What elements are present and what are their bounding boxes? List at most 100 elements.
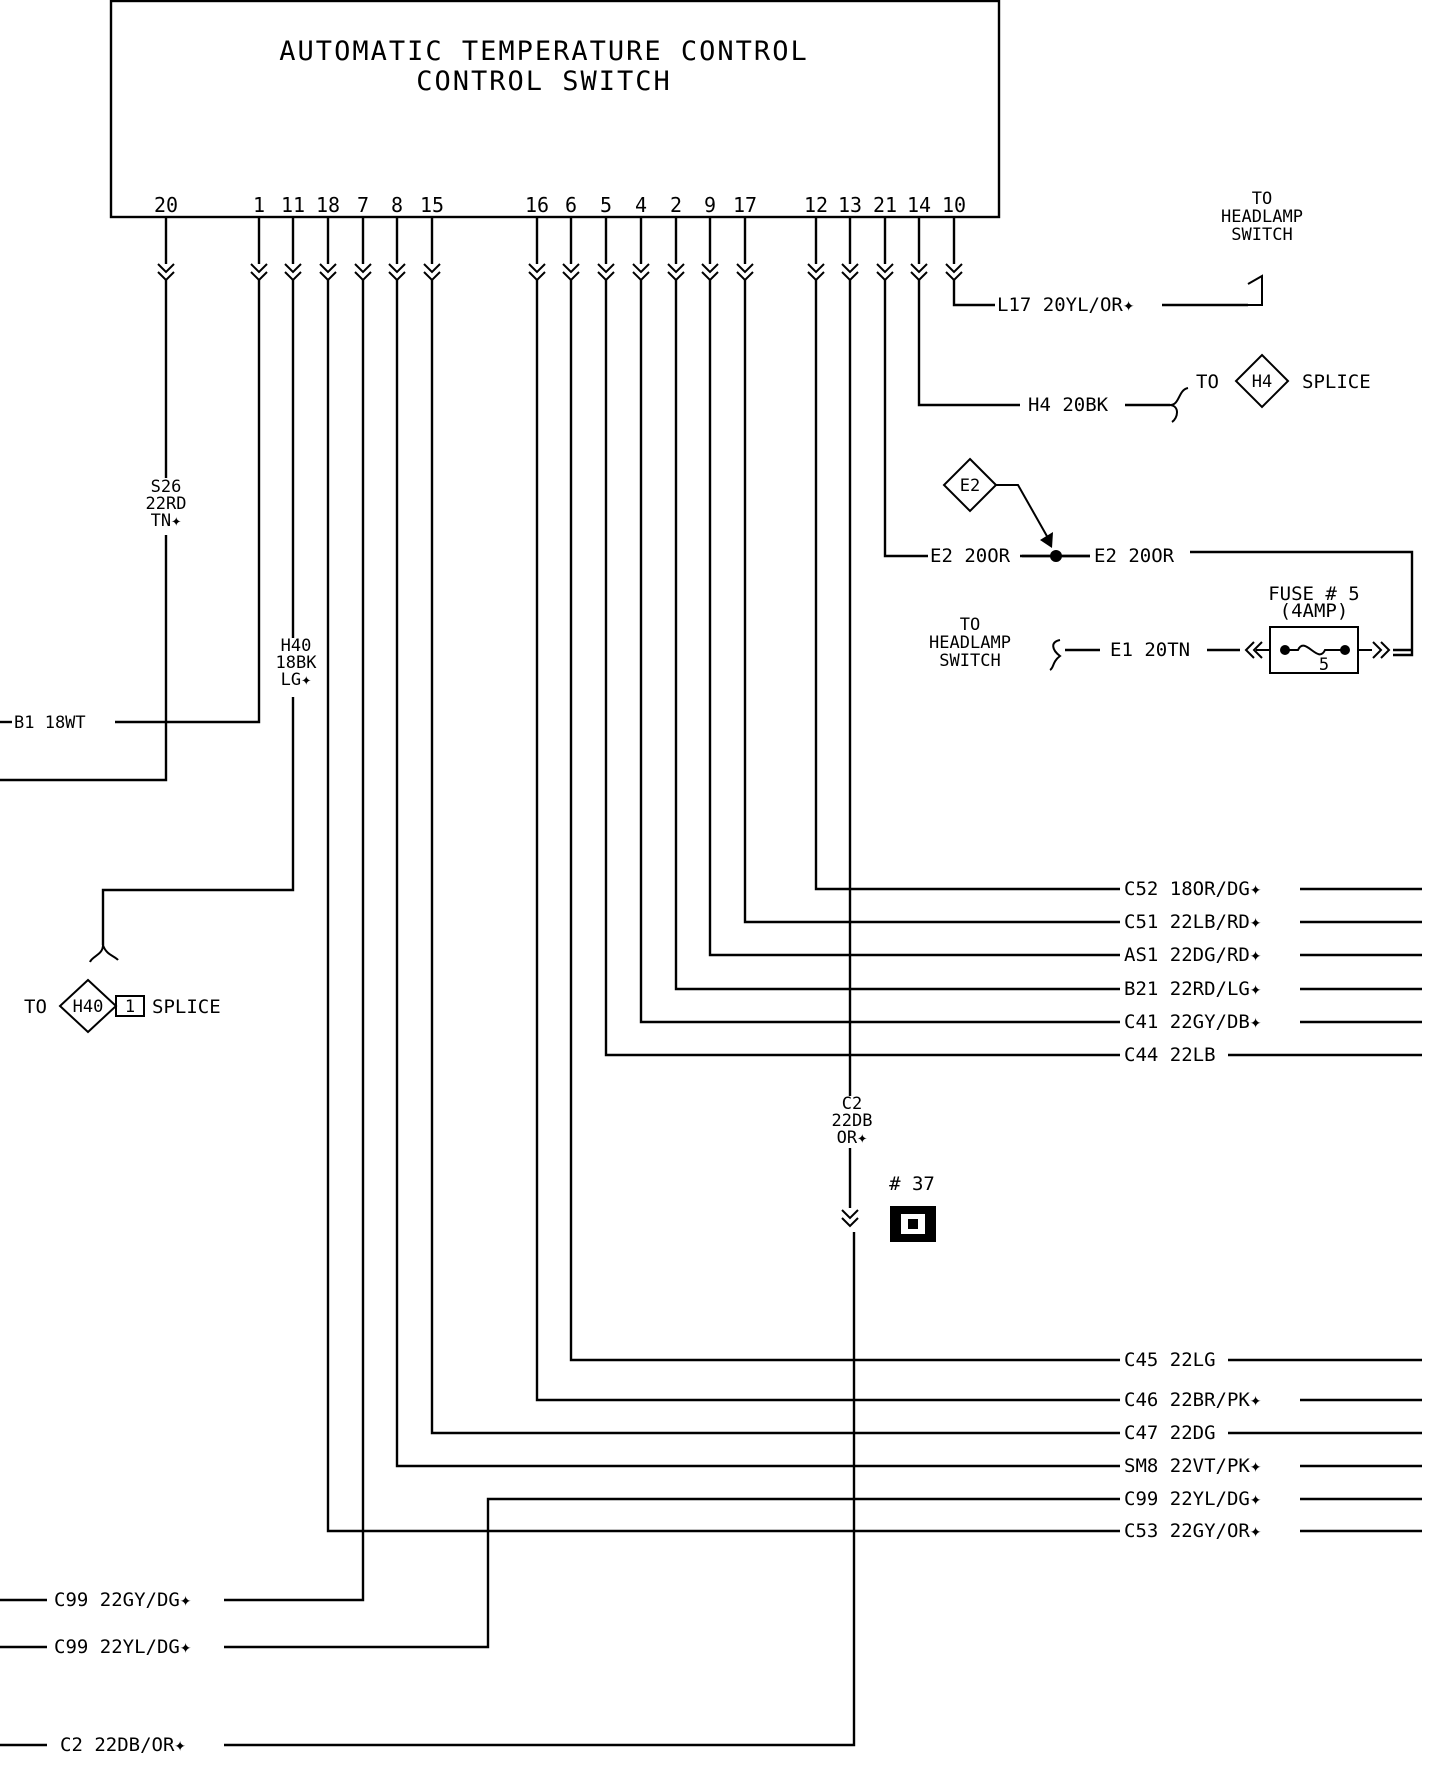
to-headlamp-1-line3: SWITCH [1231,225,1292,245]
wire-pin18 [326,280,1120,1533]
control-switch-box [109,0,1001,219]
label-e2-left: E2 20OR [930,545,1011,567]
right-labels-lower: C45 22LG C46 22BR/PK✦ C47 22DG SM8 22VT/… [1124,1349,1262,1542]
connector-37-label: # 37 [889,1173,935,1195]
wire-pin7 [224,280,365,1602]
pin-8: 8 [391,193,403,217]
fuse-number: 5 [1319,655,1329,675]
label-c51: C51 22LB/RD✦ [1124,911,1262,933]
wire-pin12 [814,280,1120,891]
pin-6: 6 [565,193,577,217]
e2-arrow [996,484,1049,539]
to-headlamp-2-line3: SWITCH [939,651,1000,671]
h40-splice-box [115,995,145,1017]
pin-2: 2 [670,193,682,217]
h4-splice-diamond [1234,353,1290,409]
wire-pin9 [708,280,1120,957]
pin-13: 13 [838,193,862,217]
h40-box-text: 1 [125,997,135,1017]
break-symbol-e1 [1049,639,1062,671]
s26-line3: TN✦ [151,511,182,531]
label-b1: B1 18WT [14,713,86,733]
right-labels-upper: C52 18OR/DG✦ C51 22LB/RD✦ AS1 22DG/RD✦ B… [1124,878,1262,1066]
label-as1: AS1 22DG/RD✦ [1124,944,1262,966]
pin-11: 11 [281,193,305,217]
pin-18: 18 [316,193,340,217]
h4-diamond-text: H4 [1252,372,1272,392]
pin-stubs [164,217,956,264]
to-headlamp-2-line1: TO [960,615,980,635]
wire-pin17 [743,280,1120,924]
s26-line1: S26 [151,477,182,497]
to-headlamp-2-line2: HEADLAMP [929,633,1011,653]
pin-12: 12 [804,193,828,217]
c2-line3: OR✦ [837,1128,868,1148]
wire-b1 [115,280,261,724]
c2-line1: C2 [842,1094,862,1114]
fuse-label-line1: FUSE # 5 [1268,583,1360,605]
e2-splice-dot [1050,550,1062,562]
pin-9: 9 [704,193,716,217]
fuse-element [1285,644,1345,656]
label-c41: C41 22GY/DB✦ [1124,1011,1262,1033]
label-c44: C44 22LB [1124,1044,1216,1066]
label-c53: C53 22GY/OR✦ [1124,1520,1262,1542]
break-symbol-h4 [1169,387,1189,423]
wire-c99-yl [224,1497,1120,1649]
wire-pin16 [535,280,1120,1402]
pin-14: 14 [907,193,931,217]
pin-17: 17 [733,193,757,217]
label-sm8: SM8 22VT/PK✦ [1124,1455,1262,1477]
pin-16: 16 [525,193,549,217]
h40-splice-text: SPLICE [152,996,221,1018]
wire-pin15 [430,280,1120,1435]
pin-labels: 20 1 11 18 7 8 15 16 6 5 4 2 9 17 12 13 … [154,193,966,217]
h40-to-text: TO [24,996,47,1018]
pin-1: 1 [253,193,265,217]
break-symbol-h40 [89,944,119,963]
title-line-2: CONTROL SWITCH [416,66,672,97]
pin-7: 7 [357,193,369,217]
left-labels-bottom: C99 22GY/DG✦ C99 22YL/DG✦ C2 22DB/OR✦ [54,1589,192,1756]
label-l17: L17 20YL/OR✦ [997,294,1135,316]
label-c2-left: C2 22DB/OR✦ [60,1734,186,1756]
wire-pin8 [395,280,1120,1468]
h4-splice-text: SPLICE [1302,371,1371,393]
title-line-1: AUTOMATIC TEMPERATURE CONTROL [279,36,808,67]
wires [0,280,1422,1747]
h40-line2: 18BK [276,653,318,673]
label-b21: B21 22RD/LG✦ [1124,978,1262,1000]
label-c99-gy-left: C99 22GY/DG✦ [54,1589,192,1611]
label-c99-yl-left: C99 22YL/DG✦ [54,1636,192,1658]
pin-4: 4 [635,193,647,217]
wire-h4 [917,280,1020,407]
wire-pin6 [569,280,1120,1362]
label-e1: E1 20TN [1110,639,1190,661]
label-h4: H4 20BK [1028,394,1109,416]
wire-pin4 [639,280,1120,1024]
label-c99-yl-right: C99 22YL/DG✦ [1124,1488,1262,1510]
h40-splice-diamond [58,978,118,1034]
h40-diamond-text: H40 [73,997,104,1017]
label-c46: C46 22BR/PK✦ [1124,1389,1262,1411]
label-c47: C47 22DG [1124,1422,1216,1444]
wire-l17 [952,280,995,307]
e2-diamond [942,457,998,513]
to-headlamp-1-line1: TO [1252,189,1272,209]
wire-pin5 [604,280,1120,1057]
h40-line3: LG✦ [281,670,312,690]
pin-15: 15 [420,193,444,217]
label-c45: C45 22LG [1124,1349,1216,1371]
fuse-label-line2: (4AMP) [1280,600,1349,622]
pin-20: 20 [154,193,178,217]
e2-diamond-text: E2 [960,476,980,496]
to-headlamp-1-line2: HEADLAMP [1221,207,1303,227]
label-e2-right: E2 20OR [1094,545,1175,567]
break-symbol-l17 [1247,274,1263,306]
wire-pin2 [674,280,1120,991]
pin-21: 21 [873,193,897,217]
c2-line2: 22DB [832,1111,873,1131]
pin-5: 5 [600,193,612,217]
h40-line1: H40 [281,636,312,656]
